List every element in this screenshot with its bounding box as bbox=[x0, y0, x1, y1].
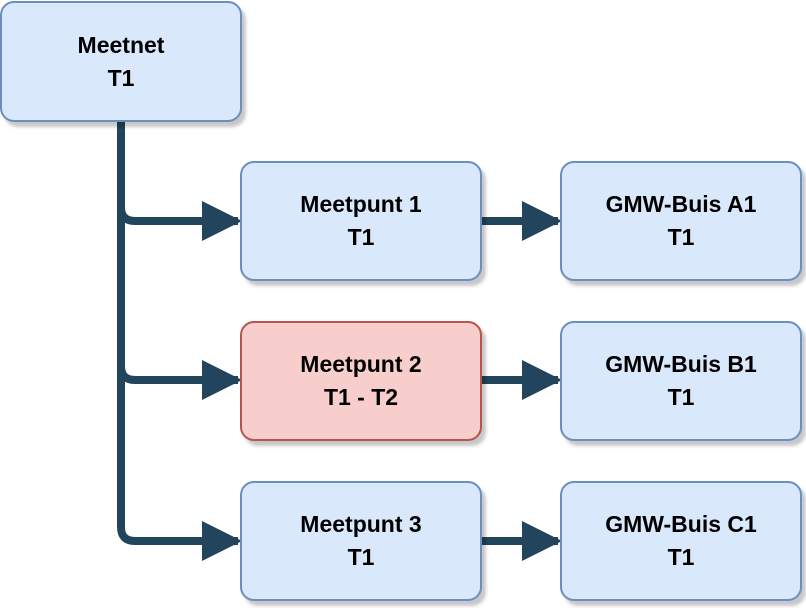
gmw-buis-c1-node: GMW-Buis C1 T1 bbox=[560, 481, 802, 601]
meetpunt-2-period: T1 - T2 bbox=[323, 384, 399, 410]
meetnet-label: Meetnet bbox=[77, 31, 165, 58]
meetpunt-1-period: T1 bbox=[347, 224, 375, 250]
meetpunt-3-label: Meetpunt 3 bbox=[300, 511, 422, 537]
meetpunt-2-node: Meetpunt 2 T1 - T2 bbox=[240, 321, 482, 441]
meetpunt-3-period: T1 bbox=[347, 544, 375, 570]
gmw-buis-c1-period: T1 bbox=[667, 544, 695, 570]
meetpunt-1-label: Meetpunt 1 bbox=[300, 191, 422, 217]
edge-meetnet-meetpunt-2 bbox=[117, 122, 242, 400]
gmw-buis-b1-period: T1 bbox=[667, 384, 695, 410]
gmw-buis-c1-label: GMW-Buis C1 bbox=[605, 511, 757, 537]
gmw-buis-a1-period: T1 bbox=[667, 224, 695, 250]
meetnet-period: T1 bbox=[107, 64, 135, 91]
gmw-buis-b1-label: GMW-Buis B1 bbox=[605, 351, 757, 377]
edge-meetnet-meetpunt-3 bbox=[117, 122, 242, 561]
gmw-buis-a1-node: GMW-Buis A1 T1 bbox=[560, 161, 802, 281]
meetpunt-1-node: Meetpunt 1 T1 bbox=[240, 161, 482, 281]
meetnet-node: Meetnet T1 bbox=[0, 1, 242, 122]
gmw-buis-b1-node: GMW-Buis B1 T1 bbox=[560, 321, 802, 441]
meetpunt-3-node: Meetpunt 3 T1 bbox=[240, 481, 482, 601]
gmw-buis-a1-label: GMW-Buis A1 bbox=[605, 191, 757, 217]
meetpunt-2-label: Meetpunt 2 bbox=[300, 351, 422, 377]
edge-meetnet-meetpunt-1 bbox=[117, 122, 242, 241]
